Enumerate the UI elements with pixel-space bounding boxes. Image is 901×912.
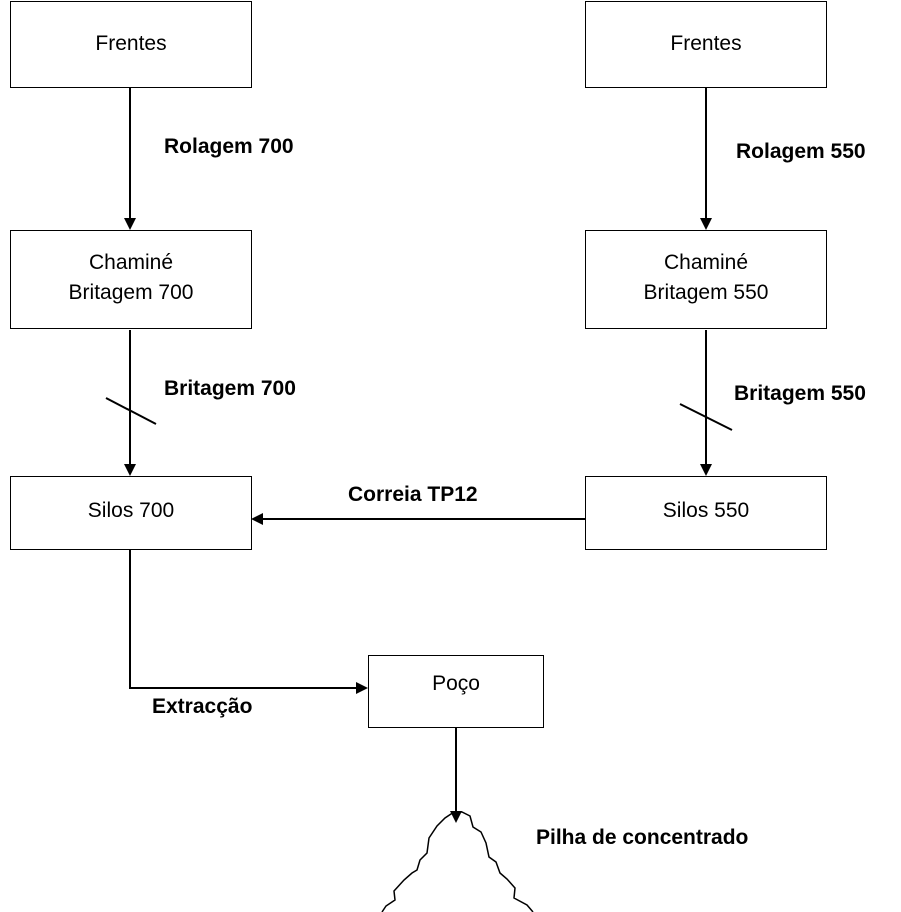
pile-outline	[381, 811, 534, 912]
node-label-line2: Britagem 550	[643, 281, 769, 304]
node-label: Frentes	[95, 32, 167, 55]
node-label: Poço	[432, 672, 480, 695]
label-extraccao: Extracção	[152, 695, 253, 718]
label-pilha-de-concentrado: Pilha de concentrado	[536, 826, 749, 849]
break-mark-550	[679, 403, 733, 431]
node-chamine-britagem-700: Chaminé Britagem 700	[10, 230, 252, 329]
node-frentes-left: Frentes	[10, 1, 252, 88]
node-label: Silos 550	[662, 499, 750, 522]
label-britagem-700: Britagem 700	[164, 377, 296, 400]
node-chamine-britagem-550: Chaminé Britagem 550	[585, 230, 827, 329]
node-label-line1: Chaminé	[88, 251, 174, 274]
node-poco: Poço	[368, 655, 544, 728]
label-britagem-550: Britagem 550	[734, 382, 866, 405]
label-correia-tp12: Correia TP12	[348, 483, 478, 506]
node-silos-700: Silos 700	[10, 476, 252, 550]
node-label-line2: Britagem 700	[68, 281, 194, 304]
label-rolagem-550: Rolagem 550	[736, 140, 866, 163]
break-mark-700	[105, 397, 157, 425]
node-frentes-right: Frentes	[585, 1, 827, 88]
arrow-extraccao	[129, 550, 368, 694]
node-label: Frentes	[670, 32, 742, 55]
node-label-line1: Chaminé	[663, 251, 749, 274]
node-label: Silos 700	[87, 499, 175, 522]
label-rolagem-700: Rolagem 700	[164, 135, 294, 158]
node-silos-550: Silos 550	[585, 476, 827, 550]
